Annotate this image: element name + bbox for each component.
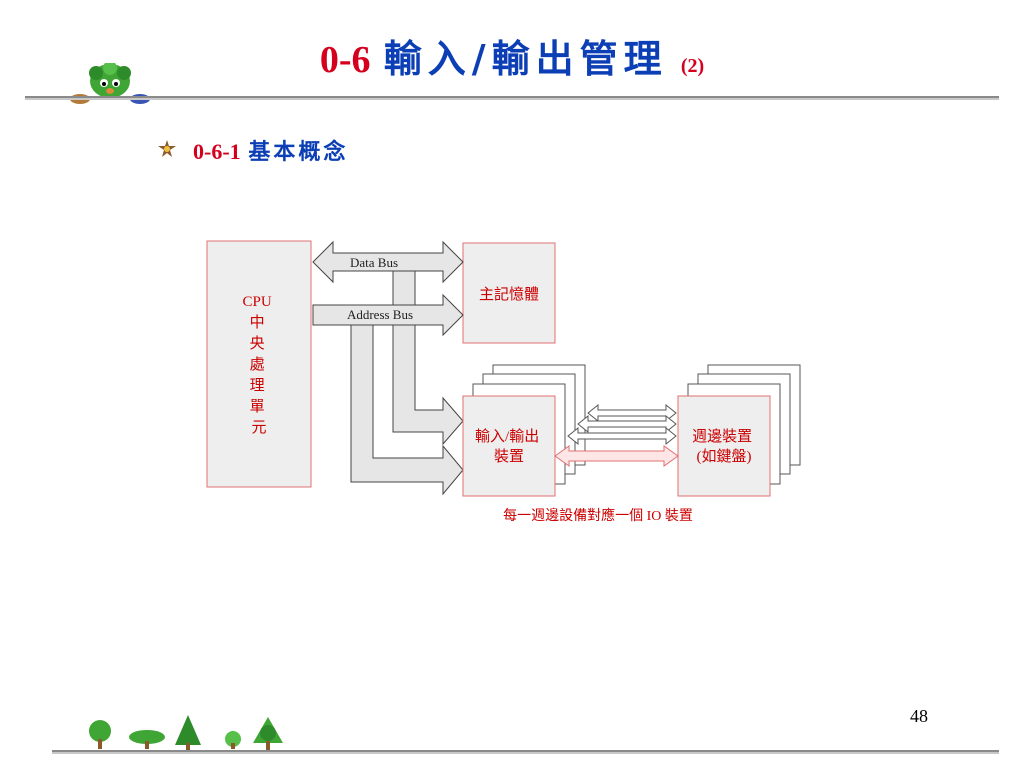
cpu-line: 元	[251, 420, 266, 436]
cpu-box	[206, 240, 312, 488]
page-number: 48	[910, 706, 928, 726]
memory-box	[462, 242, 556, 344]
link-arrow-front	[567, 426, 677, 446]
peripheral-box	[677, 395, 771, 497]
address-bus-label: Address Bus	[347, 307, 413, 322]
peripheral-line: 週邊裝置	[692, 428, 752, 445]
data-bus-branch	[392, 270, 464, 446]
subheading-number: 0-6-1	[193, 139, 241, 164]
link-arrow-back	[587, 403, 677, 423]
subheading-text: 基本概念	[248, 139, 349, 165]
peripheral-label: 週邊裝置 (如鍵盤)	[692, 428, 756, 465]
memory-label: 主記憶體	[479, 286, 539, 303]
cpu-label: CPU 中 央 處 理 單 元	[243, 294, 276, 436]
star-bullet-icon	[158, 140, 176, 157]
address-bus-branch	[350, 324, 464, 496]
link-arrow-mid	[577, 414, 677, 434]
cpu-line: 中	[250, 314, 265, 331]
title-number: 0-6	[319, 39, 371, 81]
title-suffix: (2)	[680, 55, 705, 77]
cpu-line: CPU	[243, 294, 272, 310]
data-bus-label: Data Bus	[350, 255, 398, 270]
slide-title: 0-6 輸入/輸出管理 (2)	[0, 28, 1024, 83]
cpu-line: 處	[250, 356, 265, 373]
header-rule	[25, 96, 999, 100]
peripheral-line: (如鍵盤)	[697, 448, 752, 465]
io-device-label: 輸入/輸出 裝置	[475, 428, 543, 465]
io-line: 裝置	[494, 448, 524, 465]
cpu-line: 理	[250, 378, 265, 394]
trees-footer-icon	[89, 715, 283, 750]
cpu-line: 單	[250, 399, 265, 415]
io-device-box	[462, 395, 556, 497]
io-line: 輸入/輸出	[475, 428, 539, 445]
cpu-line: 央	[250, 335, 265, 352]
diagram-caption: 每一週邊設備對應一個 IO 裝置	[503, 507, 693, 524]
data-bus-arrow	[312, 240, 464, 284]
footer-rule	[52, 750, 999, 754]
title-text: 輸入/輸出管理	[383, 36, 668, 81]
subheading: 0-6-1 基本概念	[193, 134, 348, 166]
io-peripheral-link-arrow	[554, 445, 679, 467]
